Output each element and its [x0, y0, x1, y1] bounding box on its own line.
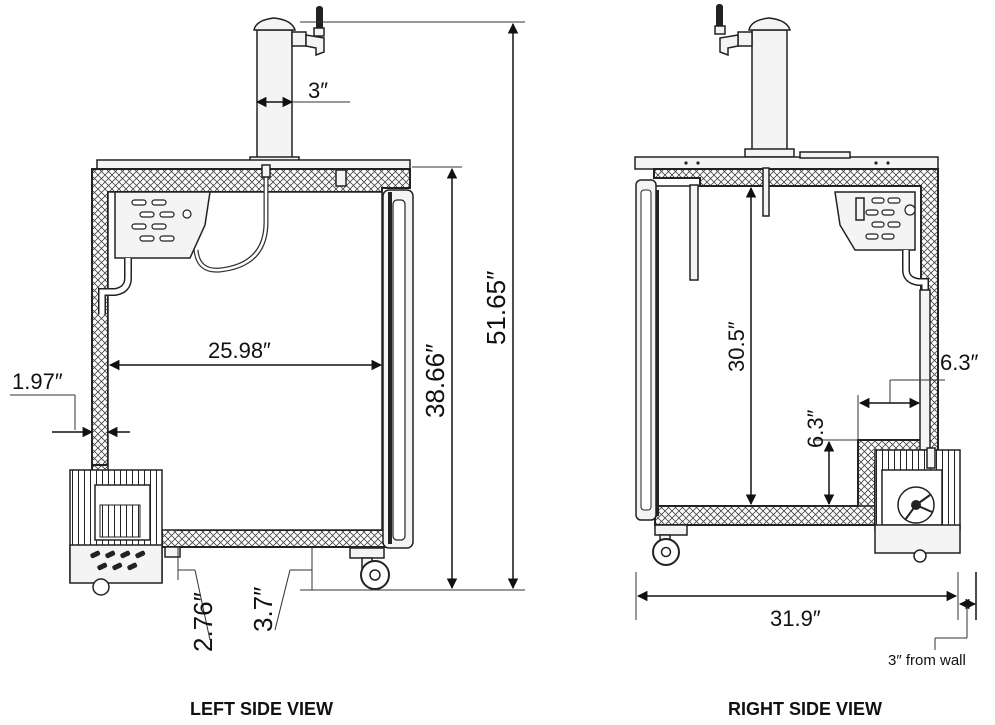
left-dim-compressor-clearance: 2.76″: [188, 592, 218, 652]
left-dim-wall-thickness: 1.97″: [12, 369, 63, 394]
left-dim-cabinet-height: 38.66″: [420, 344, 450, 418]
left-side-view: 3″ 25.98″ 1.97″ 38.66″ 51.65″ 2.76″ 3.7″: [10, 6, 525, 719]
left-caster: [349, 547, 390, 590]
right-tap-tower: [714, 4, 795, 158]
left-door: [382, 189, 414, 549]
left-view-title: LEFT SIDE VIEW: [190, 699, 333, 719]
right-dim-overall-depth: 31.9″: [770, 606, 821, 631]
left-evaporator: [114, 191, 211, 259]
left-tap-tower: [249, 6, 325, 166]
right-dim-step-depth: 6.3″: [940, 350, 979, 375]
right-caster: [652, 524, 688, 566]
left-dim-tower-diameter: 3″: [308, 78, 328, 103]
left-dim-floor-clearance: 3.7″: [248, 587, 278, 632]
right-door: [635, 179, 659, 521]
right-side-view: 30.5″ 6.3″ 6.3″ 31.9″ 3″ from wall RIGHT…: [634, 4, 979, 719]
right-dim-interior-height: 30.5″: [724, 321, 749, 372]
left-worktop: [96, 159, 411, 170]
right-view-title: RIGHT SIDE VIEW: [728, 699, 882, 719]
right-dim-wall-clearance: 3″ from wall: [888, 652, 966, 669]
right-worktop: [634, 156, 939, 170]
left-compressor: [69, 469, 163, 596]
right-evaporator: [834, 191, 916, 251]
left-dim-overall-height: 51.65″: [481, 271, 511, 345]
right-compressor: [874, 447, 961, 563]
right-dim-step-height: 6.3″: [803, 409, 828, 448]
left-dim-interior-depth: 25.98″: [208, 338, 271, 363]
